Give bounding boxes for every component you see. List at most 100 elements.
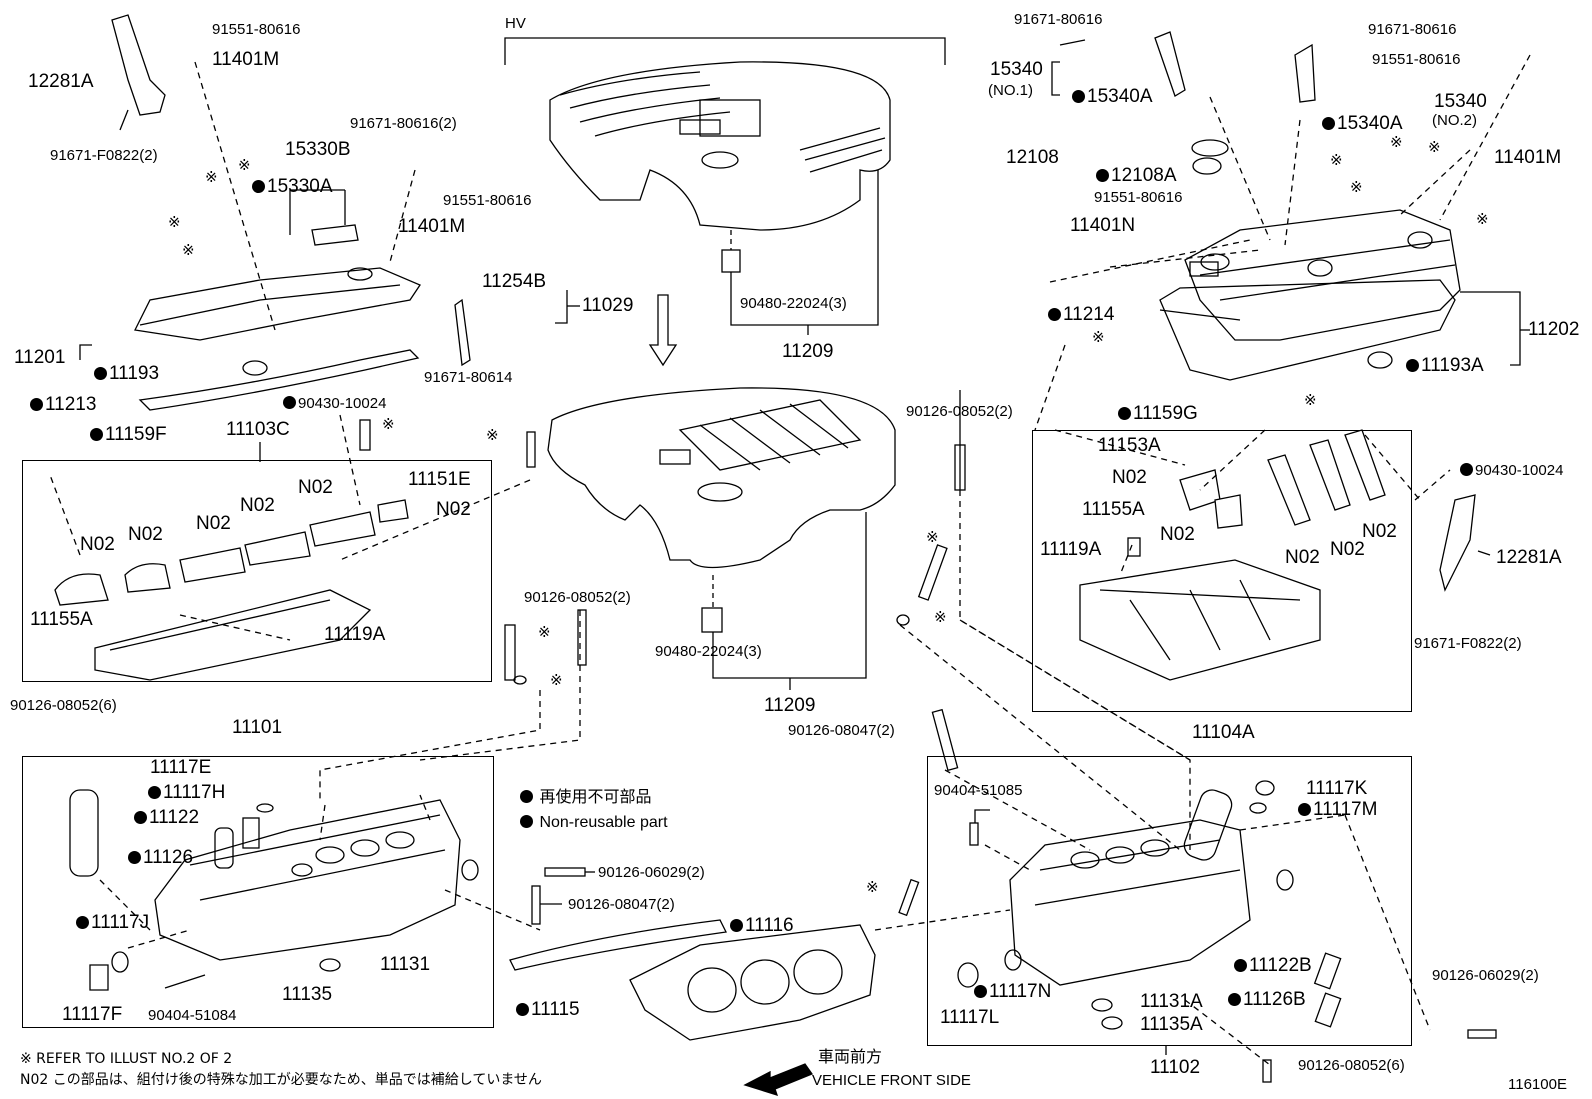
ref-mark-4: ※ [182,242,195,259]
label-n02-a: N02 [436,499,471,520]
hv-label: HV [505,15,526,32]
label-91551-80616-mid: 91551-80616 [443,192,532,209]
label-11122B: 11122B [1234,956,1312,975]
label-91671-F0822-r: 91671-F0822(2) [1414,635,1522,652]
label-15330B: 15330B [285,139,351,160]
label-90480-bot: 90480-22024(3) [655,643,762,660]
ref-mark-7: ※ [538,624,551,641]
label-11151E: 11151E [408,469,471,490]
label-11117H: 11117H [148,783,225,802]
label-11119A-r: 11119A [1040,539,1102,560]
label-15330A: 15330A [252,177,333,196]
label-11401M-mid: 11401M [398,216,466,237]
ref-note: ※ REFER TO ILLUST NO.2 OF 2 [20,1051,233,1067]
label-11401N: 11401N [1070,215,1136,236]
label-90126-08052-2-mid: 90126-08052(2) [524,589,631,606]
box-cylinder-head-right [927,756,1412,1046]
label-n02-c: N02 [240,495,275,516]
label-15340-no2: 15340 [1434,91,1487,112]
label-90404-51084: 90404-51084 [148,1007,237,1024]
label-front-jp: 車両前方 [818,1049,883,1066]
ref-mark-r3: ※ [1428,139,1441,156]
label-no2: (NO.2) [1432,112,1477,129]
illustration-id: 116100E [1508,1076,1567,1093]
ref-mark-r9: ※ [934,609,947,626]
ref-mark-3: ※ [168,214,181,231]
label-11401M-r: 11401M [1494,147,1562,168]
label-front-en: VEHICLE FRONT SIDE [812,1072,971,1089]
label-n02-r3: N02 [1285,547,1320,568]
label-11117N: 11117N [974,982,1051,1001]
ref-mark-r6: ※ [1092,329,1105,346]
label-91671-80616-2-left: 91671-80616(2) [350,115,457,132]
label-91551-80616-tl: 91551-80616 [212,21,301,38]
legend-en: Non-reusable part [520,815,668,831]
label-11117L: 11117L [940,1007,1000,1028]
ref-mark-r4: ※ [1350,179,1363,196]
label-11029: 11029 [582,295,634,316]
label-11126B: 11126B [1228,990,1306,1009]
label-n02-r1: N02 [1112,467,1147,488]
non-reusable-dot [252,180,265,193]
label-90126-08047-mid: 90126-08047(2) [568,896,675,913]
ref-mark-5: ※ [382,416,395,433]
label-11104A: 11104A [1192,722,1255,743]
label-90430-10024-r: 90430-10024 [1460,463,1563,478]
label-11102: 11102 [1150,1057,1201,1078]
label-90126-08052-6-left: 90126-08052(6) [10,697,117,714]
label-11209-top: 11209 [782,341,834,362]
ref-mark-6: ※ [486,427,499,444]
ref-mark-r7: ※ [1304,392,1317,409]
label-11116: 11116 [730,916,794,935]
label-91671-80616-tr2: 91671-80616 [1368,21,1457,38]
label-n02-r4: N02 [1330,539,1365,560]
label-11115: 11115 [516,1000,580,1019]
label-11117J: 11117J [76,913,149,932]
label-11126: 11126 [128,848,193,867]
box-cylinder-head-left [22,756,494,1028]
ref-mark-r10: ※ [866,879,879,896]
label-11122: 11122 [134,808,199,827]
label-11159F: 11159F [90,425,167,444]
label-11131: 11131 [380,954,431,975]
label-15340-no1: 15340 [990,59,1043,80]
label-11117F: 11117F [62,1004,123,1025]
label-11201: 11201 [14,347,66,368]
ref-mark-r8: ※ [926,529,939,546]
label-11159G: 11159G [1118,404,1198,423]
label-15340A-1: 15340A [1072,87,1153,106]
label-90126-06029-r: 90126-06029(2) [1432,967,1539,984]
box-cam-cap-left [22,460,492,682]
label-90126-06029-mid: 90126-06029(2) [598,864,705,881]
ref-mark-r1: ※ [1330,152,1343,169]
label-11119A-left: 11119A [324,624,386,645]
label-n02-e: N02 [128,524,163,545]
n02-note: N02 この部品は、組付け後の特殊な加工が必要なため、単品では補給していません [20,1072,542,1088]
label-91671-F0822-left: 91671-F0822(2) [50,147,158,164]
label-11103C: 11103C [226,419,290,440]
label-11117E: 11117E [150,757,212,778]
label-11155A-r: 11155A [1082,499,1145,520]
label-11193: 11193 [94,364,159,383]
ref-mark-r2: ※ [1390,134,1403,151]
label-11193A: 11193A [1406,356,1484,375]
label-n02-r2: N02 [1160,524,1195,545]
label-n02-d: N02 [196,513,231,534]
label-11213: 11213 [30,395,96,414]
legend-jp: 再使用不可部品 [520,790,651,806]
label-11209-bot: 11209 [764,695,816,716]
ref-mark-1: ※ [205,169,218,186]
label-91671-80614: 91671-80614 [424,369,513,386]
label-no1: (NO.1) [988,82,1033,99]
label-11135A: 11135A [1140,1014,1203,1035]
label-90480-top: 90480-22024(3) [740,295,847,312]
label-11155A-left: 11155A [30,609,93,630]
label-n02-f: N02 [80,534,115,555]
label-11401M-tl: 11401M [212,49,280,70]
label-11202: 11202 [1528,319,1580,340]
ref-mark-8: ※ [550,672,563,689]
label-11101: 11101 [232,717,283,738]
label-11131A: 11131A [1140,991,1203,1012]
